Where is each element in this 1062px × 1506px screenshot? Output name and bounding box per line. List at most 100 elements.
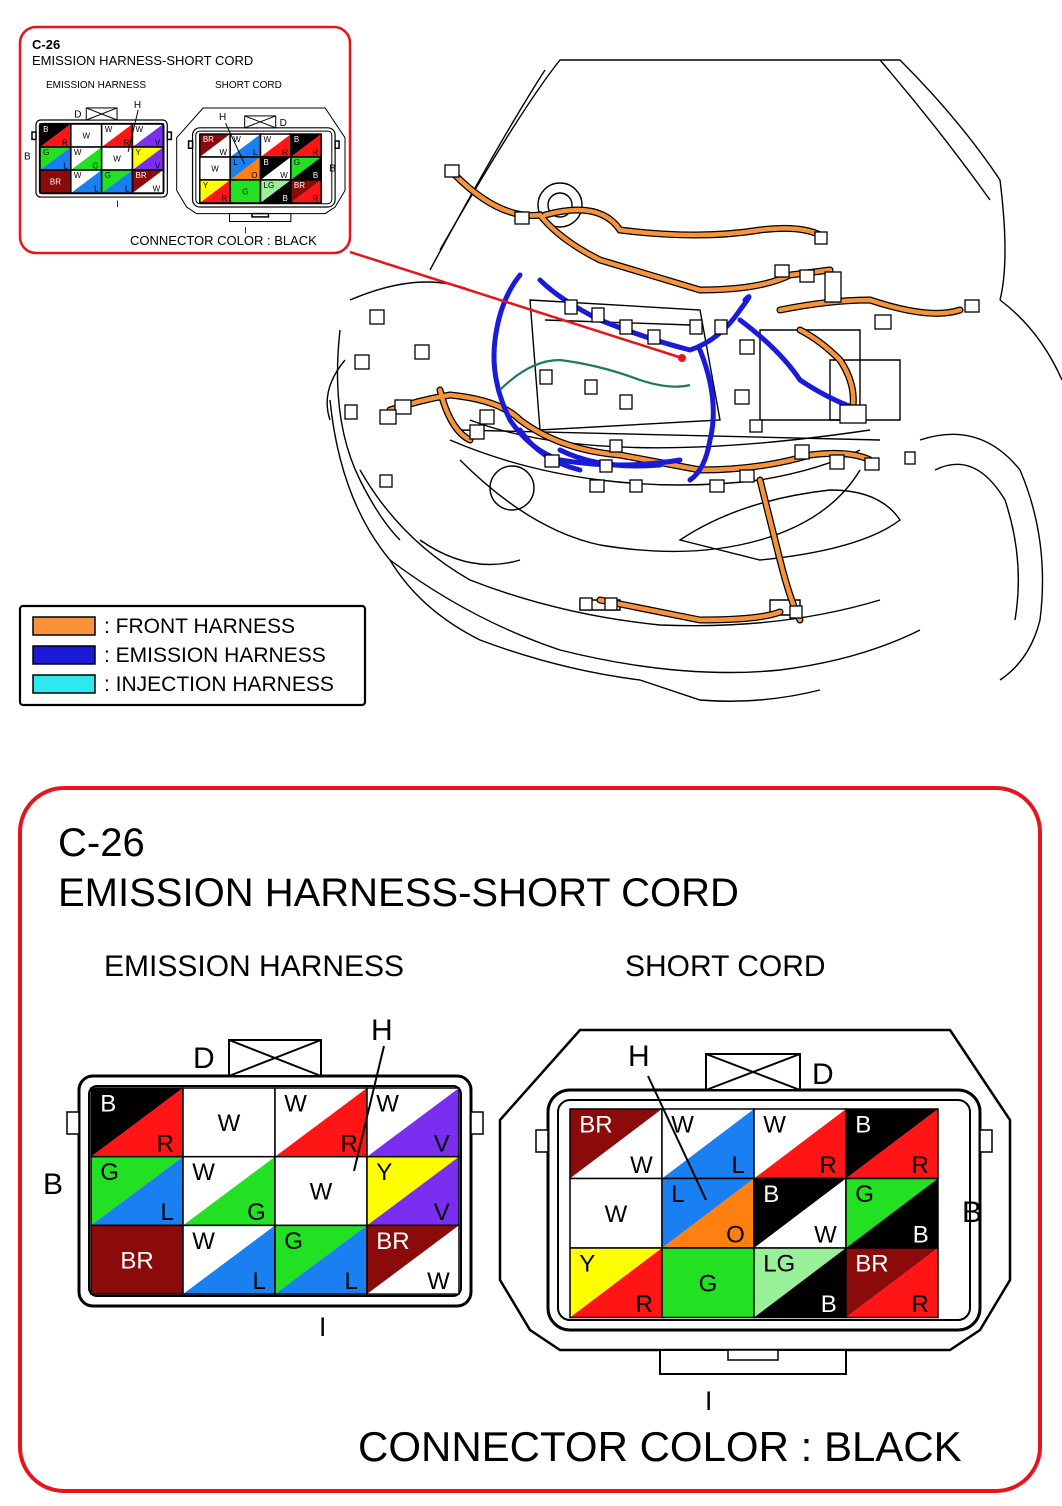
- legend-label-emission: : EMISSION HARNESS: [104, 644, 326, 667]
- small-connector-title: EMISSION HARNESS-SHORT CORD: [32, 53, 253, 68]
- pin-stripe-color: [260, 134, 291, 158]
- mark-d: D: [812, 1058, 834, 1091]
- pin-label: BR: [376, 1228, 409, 1255]
- emission-pin-r1-c1: BR: [39, 123, 72, 148]
- pin-label: Y: [376, 1159, 392, 1186]
- legend-swatch-front: [32, 616, 96, 636]
- pin-cell: [366, 1224, 460, 1295]
- emission-pin-r2-c4: YV: [131, 146, 165, 171]
- pin-stripe-label: L: [253, 148, 258, 157]
- small-connector-id: C-26: [32, 37, 60, 52]
- pin-stripe-label: R: [340, 1130, 357, 1157]
- pin-label: L: [671, 1181, 684, 1208]
- pin-stripe-color: [199, 134, 231, 158]
- pin-label: W: [264, 135, 272, 144]
- connector-callout-small: C-26 EMISSION HARNESS-SHORT CORD EMISSIO…: [18, 25, 352, 255]
- engine-bay-connectors: [344, 164, 980, 619]
- shortcord-pin-r2-c2: LO: [661, 1177, 755, 1249]
- pin-label: W: [671, 1112, 694, 1139]
- pin-stripe-label: O: [726, 1222, 745, 1249]
- pin-primary-color: [132, 170, 164, 194]
- pin-label: W: [376, 1091, 399, 1118]
- small-emission-title: EMISSION HARNESS: [46, 80, 146, 91]
- mark-i: I: [244, 225, 246, 235]
- pin-label: BR: [294, 181, 305, 190]
- pin-primary-color: [260, 157, 291, 180]
- pin-stripe-label: G: [247, 1199, 266, 1226]
- pin-label: G: [284, 1228, 303, 1255]
- shortcord-pin-r2-c3: BW: [259, 156, 292, 181]
- pin-label: B: [294, 135, 299, 144]
- pin-stripe-label: L: [344, 1268, 357, 1295]
- pin-primary-color: [132, 124, 164, 148]
- connector-lock-x: [705, 1053, 801, 1091]
- pin-label: W: [192, 1159, 215, 1186]
- short-cord-title: SHORT CORD: [625, 950, 826, 983]
- shortcord-pin-r2-c4: GB: [845, 1177, 939, 1249]
- mark-i: I: [116, 199, 118, 209]
- pin-label: B: [763, 1181, 779, 1208]
- injection-harness-wires: [499, 358, 691, 391]
- shortcord-pin-r3-c2: G: [229, 179, 262, 204]
- pin-stripe-label: V: [155, 161, 161, 170]
- pin-primary-color: [199, 179, 231, 203]
- pin-label: Y: [136, 148, 142, 157]
- pin-stripe-label: B: [913, 1222, 929, 1249]
- pin-primary-color: [101, 170, 133, 194]
- pin-label: W: [82, 131, 90, 140]
- pin-stripe-label: R: [124, 138, 130, 147]
- shortcord-pin-r1-c2: WL: [229, 133, 262, 158]
- pin-stripe-label: R: [911, 1291, 928, 1318]
- pin-stripe-color: [132, 170, 164, 194]
- emission-pin-r2-c2: WG: [182, 1155, 276, 1227]
- pin-label: G: [855, 1181, 874, 1208]
- pin-stripe-color: [260, 157, 291, 180]
- front-harness-wires-fill: [387, 172, 963, 623]
- emission-pin-r2-c1: GL: [90, 1155, 184, 1227]
- emission-pin-r1-c2: W: [70, 123, 103, 148]
- mark-h: H: [134, 100, 141, 111]
- pin-stripe-color: [290, 134, 322, 158]
- pin-stripe-label: R: [221, 194, 227, 203]
- pin-stripe-label: R: [911, 1152, 928, 1179]
- pin-label: G: [242, 187, 248, 196]
- pin-label: Y: [579, 1251, 595, 1278]
- mark-i: I: [705, 1386, 712, 1416]
- pin-stripe-label: W: [220, 148, 228, 157]
- emission-pin-r2-c4: YV: [366, 1155, 460, 1227]
- connector-lock-x: [244, 115, 276, 129]
- connector-tab-right: [166, 131, 173, 141]
- pin-label: W: [233, 135, 241, 144]
- pin-label: B: [855, 1112, 871, 1139]
- pin-stripe-label: L: [160, 1199, 173, 1226]
- pin-stripe-color: [570, 1248, 662, 1318]
- pin-label: BR: [50, 177, 61, 186]
- pin-stripe-color: [70, 147, 102, 171]
- pin-label: G: [100, 1159, 119, 1186]
- pin-stripe-label: R: [312, 148, 318, 157]
- pin-label: W: [136, 125, 144, 134]
- pin-label: B: [100, 1091, 116, 1118]
- legend-label-front: : FRONT HARNESS: [104, 615, 295, 638]
- mark-b: B: [962, 1196, 982, 1229]
- pin-stripe-label: W: [427, 1268, 450, 1295]
- pin-stripe-color: [132, 124, 164, 148]
- emission-pin-r1-c3: WR: [274, 1087, 368, 1158]
- pin-label: W: [310, 1179, 333, 1206]
- pin-label: W: [74, 171, 82, 180]
- pin-stripe-color: [101, 170, 133, 194]
- mark-d: D: [280, 118, 287, 129]
- pin-label: B: [43, 125, 48, 134]
- shortcord-pin-r3-c4: BRR: [845, 1247, 939, 1319]
- pin-primary-color: [260, 179, 291, 203]
- pin-label: G: [105, 171, 111, 180]
- connector-lock-x: [228, 1039, 322, 1077]
- pin-stripe-color: [367, 1225, 459, 1295]
- pin-stripe-color: [275, 1225, 367, 1295]
- mark-b: B: [329, 163, 336, 174]
- pin-stripe-label: R: [635, 1291, 652, 1318]
- mark-h: H: [628, 1040, 650, 1073]
- pin-stripe-label: L: [63, 161, 68, 170]
